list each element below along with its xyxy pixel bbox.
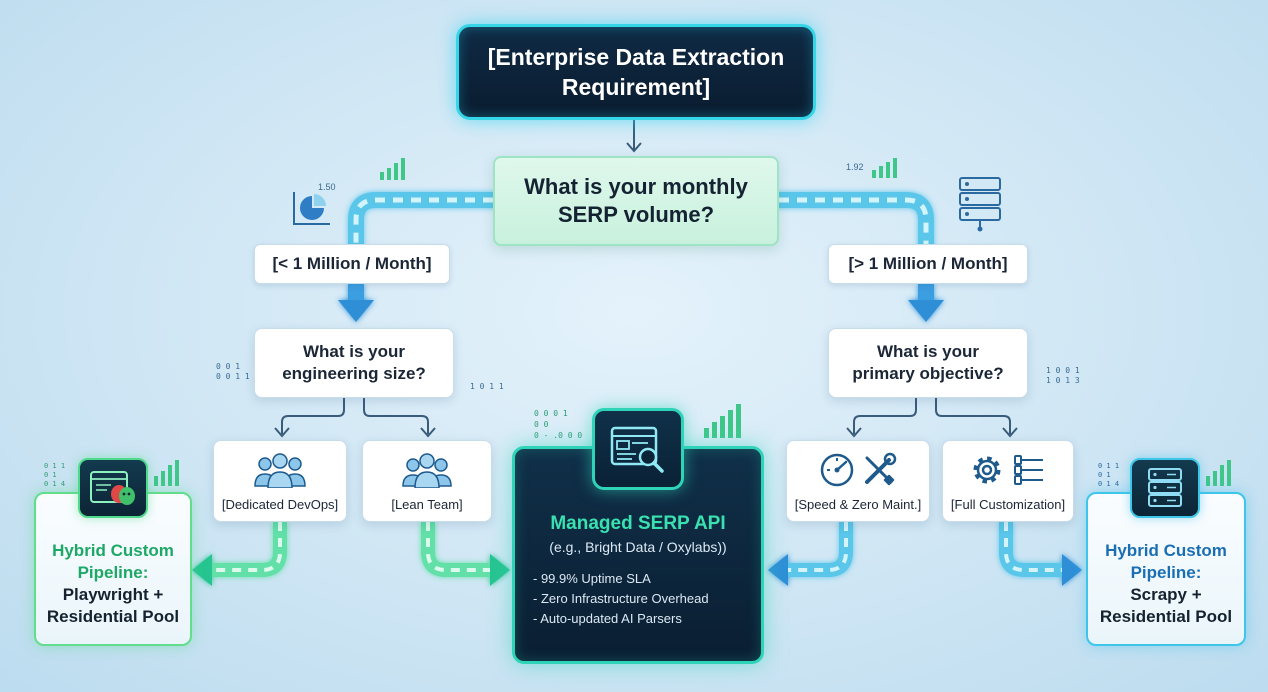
hybrid-left-title-line-1: Hybrid Custom	[52, 541, 174, 560]
connector-title-to-volume	[626, 120, 642, 153]
gear-icon	[973, 456, 1001, 484]
hybrid-right-detail-line-1: Scrapy +	[1130, 585, 1202, 604]
option-full-customization: [Full Customization]	[942, 440, 1074, 522]
option-devops-label: [Dedicated DevOps]	[221, 497, 339, 512]
playwright-browser-icon	[78, 458, 148, 518]
code-snippet-left: 0 0 1 0 0 1 1	[216, 362, 250, 381]
hybrid-right-title-line-2: Pipeline:	[1130, 563, 1202, 582]
question-objective-line-1: What is your	[876, 342, 979, 361]
managed-benefit: - 99.9% Uptime SLA	[533, 571, 651, 586]
branch-label-low-volume: [< 1 Million / Month]	[254, 244, 450, 284]
bar-chart-icon	[380, 158, 405, 180]
code-snippet-hybrid-left: 0 1 1 0 1 0 1 4	[44, 462, 66, 488]
wrench-screwdriver-icon	[865, 452, 897, 486]
speedometer-icon	[820, 453, 854, 487]
question-engineering-line-1: What is your	[302, 342, 405, 361]
sliders-icon	[1014, 455, 1043, 485]
managed-subtitle: (e.g., Bright Data / Oxylabs))	[549, 539, 727, 555]
pie-chart-icon	[293, 192, 330, 225]
server-stack-icon	[1130, 458, 1200, 518]
server-rack-icon	[959, 177, 1001, 232]
managed-benefits-list: - 99.9% Uptime SLA - Zero Infrastructure…	[533, 569, 743, 629]
code-snippet-objective: 1 0 0 1 1 0 1 3	[1046, 366, 1080, 385]
title-line-2: Requirement]	[561, 74, 711, 100]
option-dedicated-devops: [Dedicated DevOps]	[213, 440, 347, 522]
pipe-speed-to-managed	[768, 522, 853, 586]
code-snippet-right: 1 0 1 1	[470, 382, 504, 391]
question-engineering-line-2: engineering size?	[282, 364, 426, 383]
question-objective-line-2: primary objective?	[852, 364, 1004, 383]
server-value-label: 1.92	[846, 162, 864, 172]
managed-benefit: - Zero Infrastructure Overhead	[533, 591, 709, 606]
pie-value-label: 1.50	[318, 182, 336, 192]
title-line-1: [Enterprise Data Extraction	[487, 44, 785, 70]
option-custom-label: [Full Customization]	[950, 497, 1066, 512]
code-snippet-hybrid-right: 0 1 1 0 1 0 1 4	[1098, 462, 1120, 488]
pipe-custom-to-hybrid-right	[999, 522, 1082, 586]
bar-chart-icon-hybrid-left	[154, 460, 179, 486]
code-snippet-center: 0 0 0 1 0 0 0 - .0 0 0	[534, 409, 583, 440]
hybrid-right-title-line-1: Hybrid Custom	[1105, 541, 1227, 560]
bar-chart-icon-hybrid-right	[1206, 460, 1231, 486]
pipe-volume-to-low	[338, 192, 501, 322]
hybrid-left-detail-line-2: Residential Pool	[46, 607, 180, 626]
small-team-icon	[401, 451, 453, 489]
question-engineering-size: What is your engineering size?	[254, 328, 454, 398]
question-serp-volume: What is your monthly SERP volume?	[493, 156, 779, 246]
browser-search-icon	[592, 408, 684, 490]
team-group-icon	[251, 451, 309, 489]
option-lean-label: [Lean Team]	[391, 497, 463, 512]
bar-chart-icon-center	[704, 404, 741, 438]
hybrid-left-title-line-2: Pipeline:	[77, 563, 149, 582]
option-speed-label: [Speed & Zero Maint.]	[794, 497, 922, 512]
result-managed-serp-api: Managed SERP API (e.g., Bright Data / Ox…	[512, 446, 764, 664]
pipe-lean-to-managed	[421, 522, 510, 586]
pipe-volume-to-high	[771, 192, 944, 322]
bar-chart-icon-right	[872, 158, 897, 178]
managed-title: Managed SERP API	[550, 513, 726, 534]
connector-engineering-split	[274, 398, 436, 438]
pipe-devops-to-hybrid-left	[192, 522, 287, 586]
connector-objective-split	[846, 398, 1018, 438]
question-volume-line-1: What is your monthly	[524, 174, 748, 199]
option-lean-team: [Lean Team]	[362, 440, 492, 522]
title-enterprise-requirement: [Enterprise Data Extraction Requirement]	[456, 24, 816, 120]
option-speed-zero-maint: [Speed & Zero Maint.]	[786, 440, 930, 522]
hybrid-right-detail-line-2: Residential Pool	[1099, 607, 1233, 626]
managed-benefit: - Auto-updated AI Parsers	[533, 611, 682, 626]
branch-label-high-volume: [> 1 Million / Month]	[828, 244, 1028, 284]
question-primary-objective: What is your primary objective?	[828, 328, 1028, 398]
question-volume-line-2: SERP volume?	[557, 202, 715, 227]
hybrid-left-detail-line-1: Playwright +	[62, 585, 164, 604]
